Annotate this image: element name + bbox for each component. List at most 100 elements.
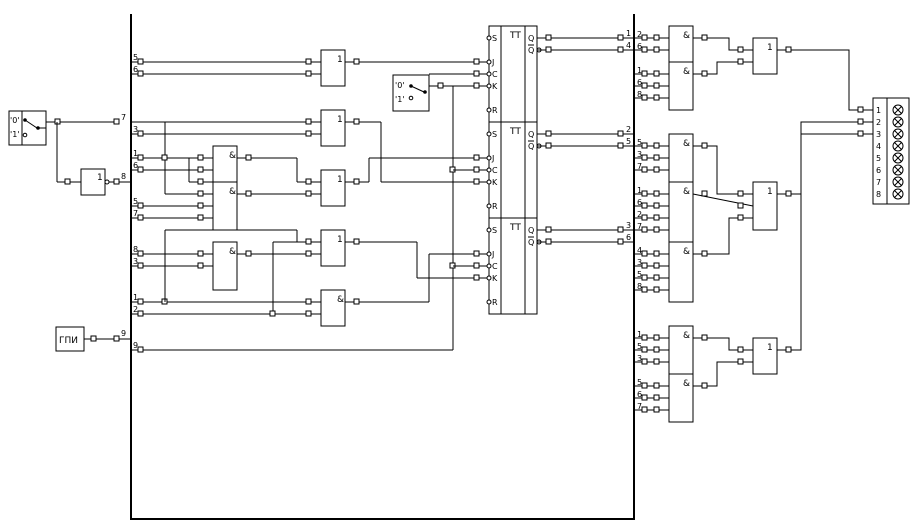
svg-text:&: & xyxy=(683,331,690,341)
svg-text:J: J xyxy=(491,250,494,259)
and-gate-2 xyxy=(212,181,238,231)
svg-text:7: 7 xyxy=(133,209,138,218)
svg-text:1: 1 xyxy=(637,66,642,75)
svg-text:3: 3 xyxy=(626,221,631,230)
svg-text:C: C xyxy=(492,166,498,175)
svg-text:Q: Q xyxy=(528,34,534,43)
svg-text:C: C xyxy=(492,262,498,271)
indicator-label: 2 xyxy=(876,118,881,127)
and-gate-a2 xyxy=(668,61,694,111)
svg-text:Q: Q xyxy=(528,238,534,247)
or-gate-3 xyxy=(320,169,346,207)
or-gate-right xyxy=(752,337,778,375)
not-gate-8: 1 8 xyxy=(80,168,131,196)
and-gate-3 xyxy=(212,241,238,291)
svg-text:1: 1 xyxy=(767,187,773,197)
svg-text:3: 3 xyxy=(637,354,642,363)
svg-text:Q: Q xyxy=(528,226,534,235)
svg-text:S: S xyxy=(492,226,497,235)
svg-text:1: 1 xyxy=(767,43,773,53)
bus-pin-7: 7 xyxy=(121,113,126,122)
left-gates: 1 1 & & 1 & 1 & xyxy=(212,49,346,327)
and-gate-4 xyxy=(320,289,346,327)
svg-text:1: 1 xyxy=(337,175,343,185)
svg-text:1: 1 xyxy=(337,235,343,245)
svg-text:6: 6 xyxy=(133,161,138,170)
svg-text:1: 1 xyxy=(133,293,138,302)
svg-text:5: 5 xyxy=(637,342,642,351)
bus-pin-9: 9 xyxy=(121,329,126,338)
and-gate-c2 xyxy=(668,373,694,423)
indicator-label: 8 xyxy=(876,190,881,199)
svg-text:S: S xyxy=(492,34,497,43)
svg-text:8: 8 xyxy=(637,90,642,99)
svg-text:&: & xyxy=(683,67,690,77)
svg-text:5: 5 xyxy=(626,137,631,146)
svg-text:&: & xyxy=(683,379,690,389)
svg-text:S: S xyxy=(492,130,497,139)
or-gate-2 xyxy=(320,109,346,147)
svg-text:2: 2 xyxy=(637,210,642,219)
svg-text:3: 3 xyxy=(637,150,642,159)
svg-text:5: 5 xyxy=(133,197,138,206)
svg-text:6: 6 xyxy=(626,233,631,242)
svg-text:3: 3 xyxy=(637,258,642,267)
svg-text:6: 6 xyxy=(637,78,642,87)
ff-title: TT xyxy=(509,223,521,233)
svg-text:4: 4 xyxy=(626,41,631,50)
or-gate-4 xyxy=(320,229,346,267)
svg-text:3: 3 xyxy=(133,257,138,266)
svg-text:7: 7 xyxy=(637,222,642,231)
svg-text:J: J xyxy=(491,58,494,67)
switch-zero-label: '0' xyxy=(10,116,20,125)
input-switch-middle[interactable]: '0' '1' xyxy=(392,73,489,112)
svg-text:R: R xyxy=(492,106,498,115)
left-logic-wires xyxy=(131,58,489,353)
svg-text:5: 5 xyxy=(637,270,642,279)
svg-text:R: R xyxy=(492,298,498,307)
svg-text:K: K xyxy=(492,178,498,187)
svg-text:&: & xyxy=(683,139,690,149)
svg-text:2: 2 xyxy=(626,125,631,134)
svg-text:5: 5 xyxy=(637,138,642,147)
svg-text:&: & xyxy=(683,31,690,41)
svg-text:4: 4 xyxy=(637,246,642,255)
input-switch-left[interactable]: '0' '1' xyxy=(8,110,47,146)
svg-text:Q: Q xyxy=(528,130,534,139)
bus-input-pins: 5 6 3 1 6 5 7 8 3 1 2 9 xyxy=(133,53,138,350)
and-gate-b3 xyxy=(668,241,694,303)
indicator-label: 4 xyxy=(876,142,881,151)
svg-text:9: 9 xyxy=(133,341,138,350)
indicator-label: 6 xyxy=(876,166,881,175)
svg-text:C: C xyxy=(492,70,498,79)
svg-text:2: 2 xyxy=(637,30,642,39)
svg-text:1: 1 xyxy=(337,55,343,65)
svg-text:6: 6 xyxy=(133,65,138,74)
svg-text:1: 1 xyxy=(133,149,138,158)
main-bus-frame xyxy=(130,14,635,520)
svg-text:8: 8 xyxy=(133,245,138,254)
svg-text:5: 5 xyxy=(133,53,138,62)
svg-text:1: 1 xyxy=(767,343,773,353)
svg-text:7: 7 xyxy=(637,162,642,171)
ff-title: TT xyxy=(509,31,521,41)
and-gate-b1 xyxy=(668,133,694,183)
ff-title: TT xyxy=(509,127,521,137)
svg-text:1: 1 xyxy=(337,115,343,125)
indicator-label: 5 xyxy=(876,154,881,163)
svg-text:K: K xyxy=(492,274,498,283)
svg-text:R: R xyxy=(492,202,498,211)
svg-text:1: 1 xyxy=(97,173,103,183)
svg-text:&: & xyxy=(229,187,236,197)
svg-text:1: 1 xyxy=(637,186,642,195)
generator-label: ГПИ xyxy=(59,336,78,346)
bus-pin-8: 8 xyxy=(121,172,126,181)
svg-text:6: 6 xyxy=(637,390,642,399)
svg-text:6: 6 xyxy=(637,198,642,207)
svg-text:Q: Q xyxy=(528,142,534,151)
svg-text:8: 8 xyxy=(637,282,642,291)
svg-text:&: & xyxy=(337,295,344,305)
or-gate-right xyxy=(752,181,778,231)
